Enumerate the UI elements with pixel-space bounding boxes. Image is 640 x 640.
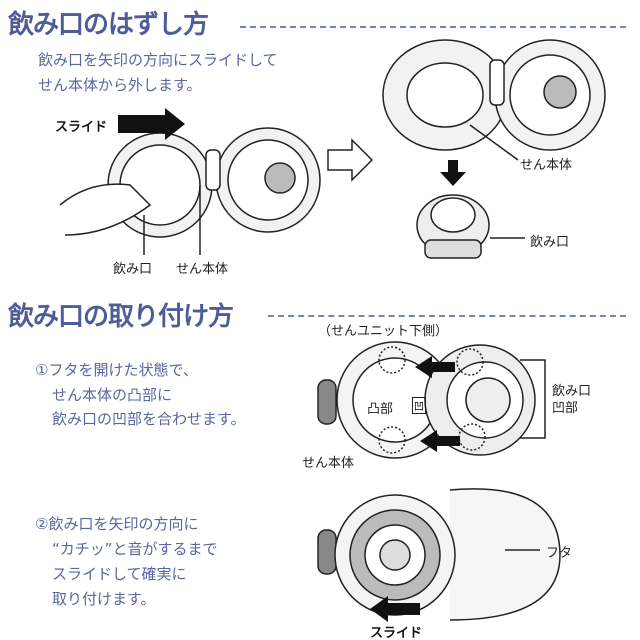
step2-line-4: 取り付けます。 [52,590,156,608]
next-arrow [327,138,374,182]
step2-line-3: スライドして確実に [52,565,187,583]
cap-illustration-1 [59,127,321,238]
concave-mark: 凹 [412,397,426,414]
mouthpiece-illustration [416,194,525,259]
slide-label-2: スライド [370,626,423,640]
slide-arrow-2 [370,596,420,622]
cap-illustration-2 [382,39,606,161]
down-arrow [440,160,466,186]
insert-arrow-lower [420,430,460,452]
label-body-right: せん本体 [520,158,573,173]
section1-line-1: 飲み口を矢印の方向にスライドして [38,51,278,69]
slide-arrow-1 [118,108,185,140]
section2-title: 飲み口の取り付け方 [8,302,234,332]
label-mouthpiece: 飲み口 [113,262,153,277]
section1-title: 飲み口のはずし方 [8,10,209,40]
divider [268,315,626,317]
caption: （せんユニット下側） [318,324,449,339]
step1-line-2: せん本体の凸部に [52,386,173,404]
label-mouthpiece-right: 飲み口 [530,235,570,250]
step1-line-3: 飲み口の凹部を合わせます。 [52,410,246,428]
label-body-2: せん本体 [302,456,355,471]
divider [240,26,626,28]
cap-bottom-illustration-2 [317,488,561,621]
label-concave: 凹部 [552,401,579,416]
label-lid: フタ [546,546,573,561]
step2-line-1: ②飲み口を矢印の方向に [35,515,199,533]
step2-line-2: “カチッ”と音がするまで [52,540,218,558]
section1-line-2: せん本体から外します。 [38,76,202,94]
insert-arrow-upper [415,356,455,378]
slide-label-1: スライド [55,120,108,135]
label-mouthpiece-2: 飲み口 [552,384,592,399]
label-convex: 凸部 [367,402,394,417]
step1-line-1: ①フタを開けた状態で、 [35,361,198,379]
label-body: せん本体 [176,262,229,277]
